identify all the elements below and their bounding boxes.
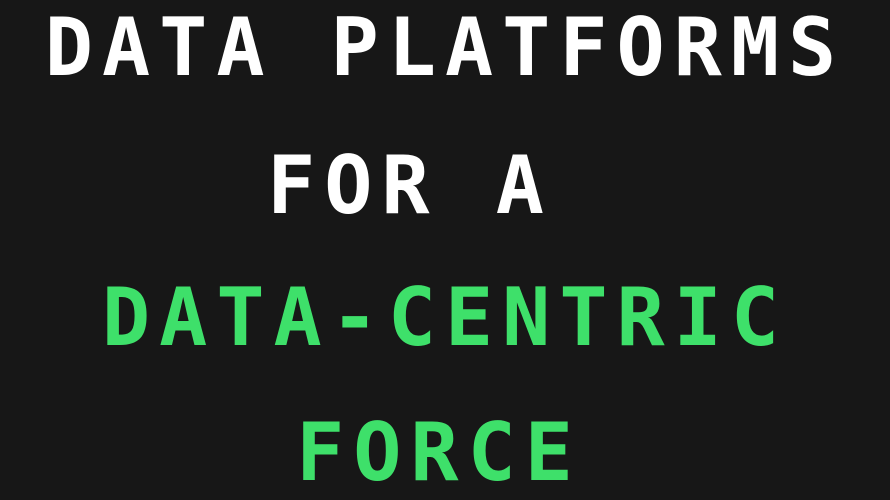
headline-line-2: FOR A: [267, 139, 553, 232]
headline-line-1: DATA PLATFORMS: [44, 1, 846, 94]
headline-line-4-accent: FORCE: [296, 406, 582, 499]
headline-line-3-accent: DATA-CENTRIC: [102, 271, 788, 364]
